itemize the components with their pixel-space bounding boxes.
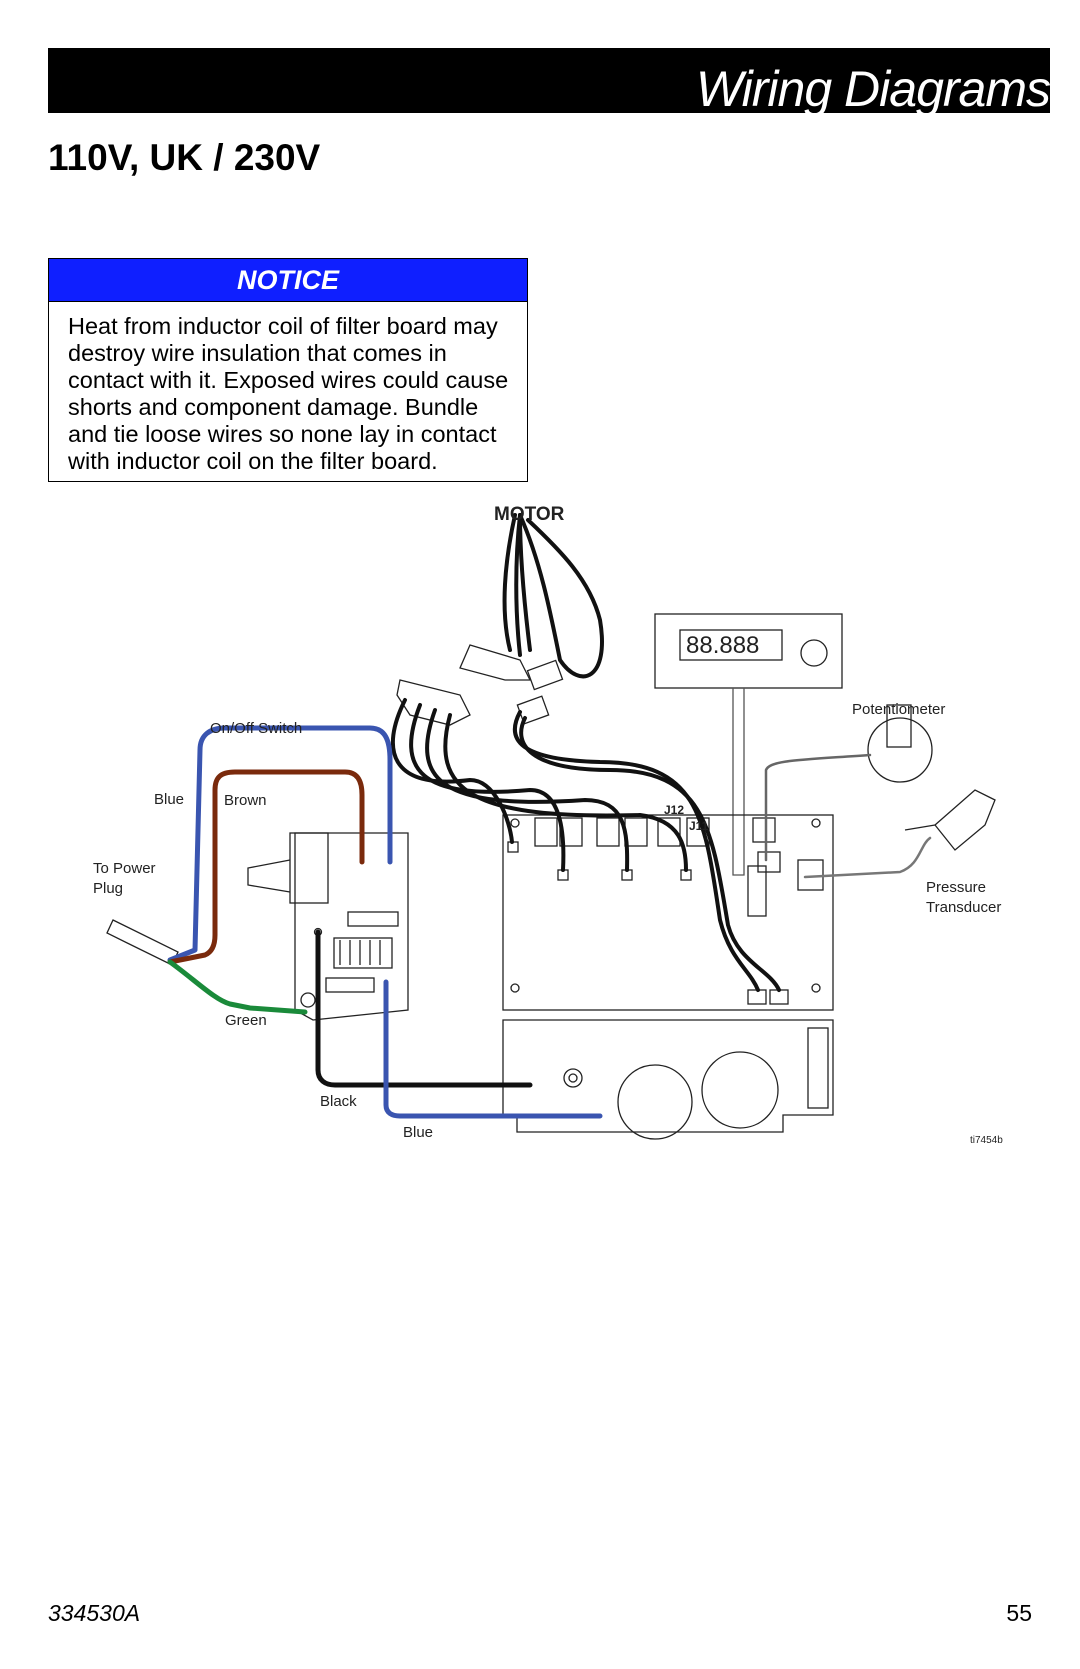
display-unit	[654, 613, 843, 689]
control-board	[502, 814, 834, 1011]
power-plug-icon	[106, 919, 179, 966]
figure-id: ti7454b	[970, 1135, 1003, 1146]
label-pressure-2: Transducer	[926, 899, 1001, 916]
display-knob-icon	[800, 639, 828, 667]
label-pressure-1: Pressure	[926, 879, 986, 896]
black-wire-bottom	[315, 929, 533, 1088]
label-on-off-switch: On/Off Switch	[210, 720, 302, 737]
notice-box: NOTICE Heat from inductor coil of filter…	[48, 258, 528, 482]
display-screen	[679, 629, 783, 661]
display-readout: 88.888	[686, 632, 759, 659]
display-cable	[732, 688, 745, 876]
page-number: 55	[1006, 1600, 1032, 1626]
label-potentiometer: Potentiometer	[852, 701, 945, 718]
pressure-transducer-icon	[934, 789, 996, 851]
motor-connector-left	[396, 679, 471, 726]
notice-heading: NOTICE	[49, 259, 527, 302]
blue-wire-top	[167, 725, 393, 963]
label-motor: MOTOR	[494, 504, 565, 525]
label-green: Green	[225, 1012, 267, 1029]
label-brown: Brown	[224, 792, 267, 809]
brown-wire	[167, 769, 365, 965]
doc-number: 334530A	[48, 1600, 141, 1626]
notice-text: Heat from inductor coil of filter board …	[68, 313, 509, 474]
blue-wire-bottom	[383, 979, 603, 1119]
motor-connector-large	[459, 644, 532, 681]
label-blue-top: Blue	[154, 791, 184, 808]
header-title: Wiring Diagrams	[695, 61, 1051, 117]
label-blue-bottom: Blue	[403, 1124, 433, 1141]
header-bar: Wiring Diagrams	[48, 48, 1051, 117]
potentiometer-icon	[867, 717, 933, 783]
label-j11: J11	[689, 819, 709, 833]
label-black: Black	[320, 1093, 357, 1110]
label-to-power-plug-2: Plug	[93, 880, 123, 897]
green-wire	[167, 959, 308, 1015]
section-title: 110V, UK / 230V	[48, 137, 321, 178]
label-j12: J12	[664, 803, 684, 817]
motor-wire	[518, 513, 604, 679]
label-to-power-plug-1: To Power	[93, 860, 156, 877]
inductor-coil-icon	[617, 1064, 693, 1140]
on-off-switch-icon	[289, 832, 329, 904]
motor-connector-small	[526, 659, 564, 691]
wiring-diagram: MOTOR On/Off Switch Blue Brown To Power …	[93, 504, 1003, 1146]
